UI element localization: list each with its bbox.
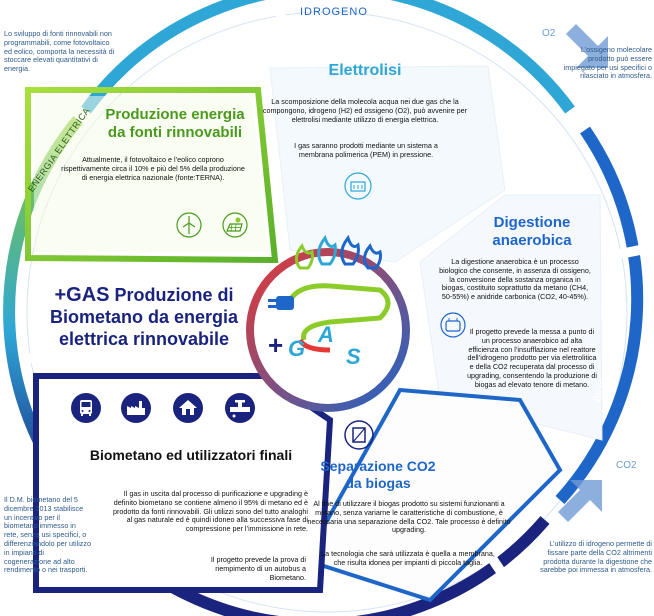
- solar-panel-icon: [222, 212, 248, 238]
- note-bottom-right: L’utilizzo di idrogeno permette di fissa…: [540, 539, 652, 575]
- section-text-elettrolisi-1: La scomposizione della molecola acqua ne…: [262, 97, 468, 124]
- o2-arrow-icon: [566, 24, 608, 68]
- logo-plus: +: [268, 330, 284, 360]
- logo-letter-g: G: [288, 336, 306, 361]
- note-top-left: Lo sviluppo di fonti rinnovabili non pro…: [4, 29, 115, 74]
- section-title-biometano: Biometano ed utilizzatori finali: [89, 447, 293, 463]
- note-top-right: L’ossigeno molecolare prodotto può esser…: [563, 45, 652, 81]
- logo-letter-s: S: [346, 344, 361, 369]
- logo-letter-a: A: [318, 322, 334, 347]
- note-bottom-left: Il D.M. biometano del 5 dicembre 2013 st…: [4, 495, 91, 575]
- section-text-biometano-2: Il progetto prevede la prova di riempime…: [210, 555, 306, 582]
- section-text-separazione-2: La tecnologia che sarà utilizzata è quel…: [321, 549, 495, 567]
- factory-icon: [120, 392, 152, 424]
- section-text-biometano-1: Il gas in uscita dal processo di purific…: [113, 489, 308, 534]
- ring-arc-idrogeno: [81, 0, 575, 114]
- digester-icon: [440, 312, 466, 338]
- ring-label-idrogeno: IDROGENO: [300, 6, 368, 18]
- section-text-separazione-1: Al fine di utilizzare il biogas prodotto…: [307, 499, 511, 535]
- section-text-digestione-1: La digestione anaerobica è un processo b…: [439, 257, 591, 302]
- bus-icon: [70, 392, 102, 424]
- membrane-icon: [344, 420, 374, 450]
- section-text-elettrolisi-2: I gas saranno prodotti mediante un siste…: [294, 141, 438, 159]
- ring-arc-biogas: [555, 126, 644, 505]
- section-text-digestione-2: Il progetto prevede la messa a punto di …: [467, 327, 597, 389]
- center-title-brand: +GAS: [54, 284, 110, 306]
- center-title-rest: Produzione di Biometano da energia elett…: [49, 285, 239, 349]
- section-title-produzione: Produzione energia da fonti rinnovabili: [105, 106, 245, 141]
- co2-label: CO2: [616, 460, 637, 471]
- section-title-elettrolisi: Elettrolisi: [328, 62, 402, 79]
- section-title-separazione: Separazione CO2 da biogas: [320, 458, 436, 491]
- co2-arrow-icon: [558, 480, 602, 522]
- pipe-icon: [287, 283, 391, 341]
- flame-icons: [295, 234, 382, 270]
- center-title: +GAS Produzione di Biometano da energia …: [34, 284, 254, 350]
- electrolyzer-icon: [344, 172, 372, 200]
- section-border-biometano: [33, 373, 334, 593]
- section-border-produzione: [25, 87, 279, 264]
- plug-icon: [268, 296, 294, 310]
- section-text-produzione: Attualmente, il fotovoltaico e l’eolico …: [61, 155, 245, 182]
- gas-valve-icon: [224, 392, 256, 424]
- house-icon: [172, 392, 204, 424]
- o2-label: O2: [542, 28, 556, 39]
- section-title-digestione: Digestione anaerobica: [492, 214, 572, 249]
- wind-turbine-icon: [176, 212, 202, 238]
